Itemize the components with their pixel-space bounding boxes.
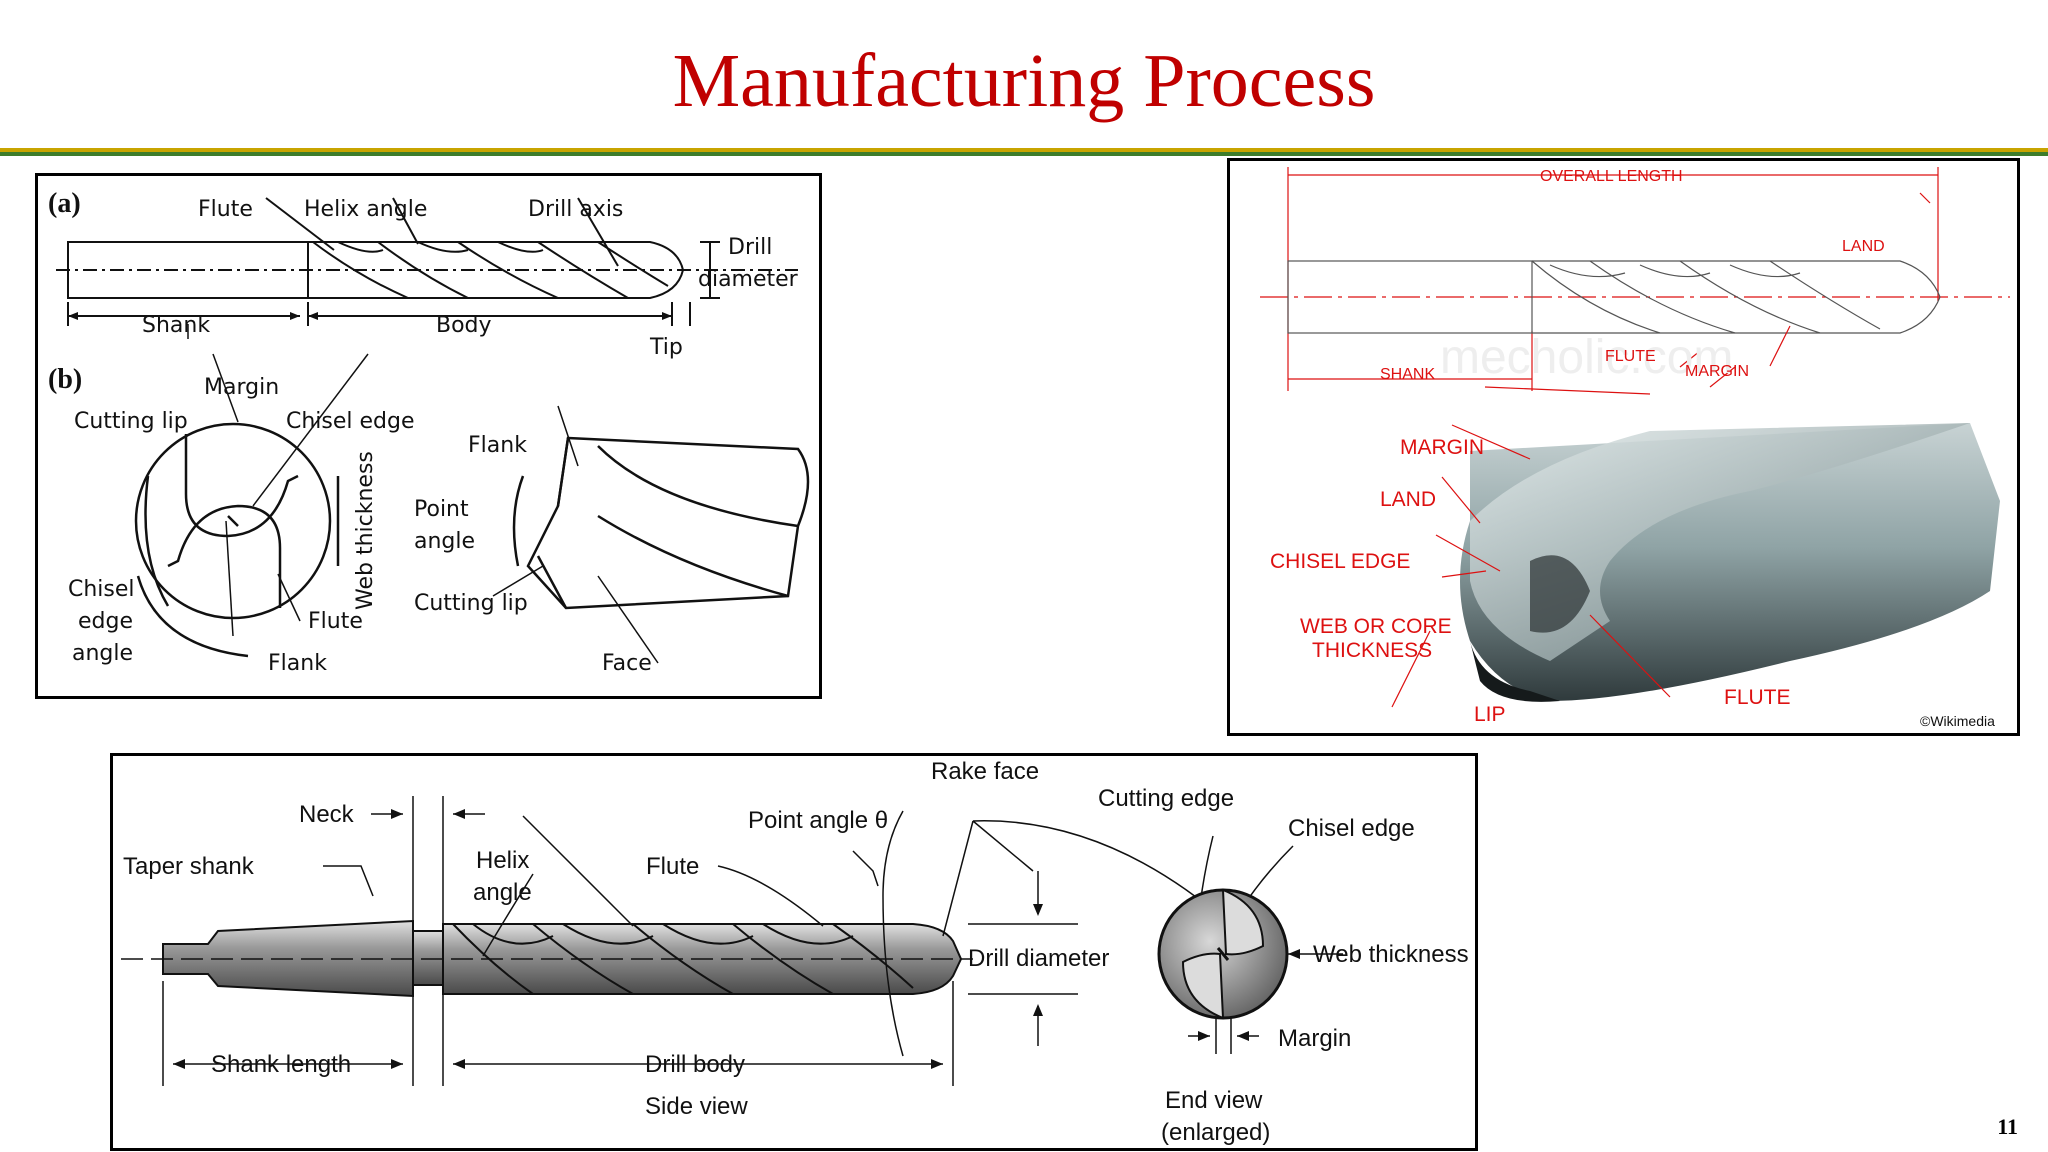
label-point-angle: Point angle θ xyxy=(748,807,888,834)
figure-label-b: (b) xyxy=(48,364,82,395)
label-neck: Neck xyxy=(299,801,355,828)
label-enlarged: (enlarged) xyxy=(1161,1119,1270,1146)
label-shank-length: Shank length xyxy=(211,1051,351,1078)
label-lip: LIP xyxy=(1474,703,1506,726)
label-flute: Flute xyxy=(646,853,699,880)
label-margin: Margin xyxy=(204,375,279,400)
label-thickness: THICKNESS xyxy=(1312,639,1432,662)
label-chisel-edge: Chisel edge xyxy=(1288,815,1415,842)
label-shank: SHANK xyxy=(1380,366,1435,383)
label-drill: Drill xyxy=(728,235,772,260)
label-web-thickness: Web thickness xyxy=(353,451,378,610)
drill-nomenclature-diagram: mecholic.com OVERALL LENGTH LAND FLUTE M… xyxy=(1260,167,2010,729)
label-face: Face xyxy=(602,651,652,676)
label-body: Body xyxy=(436,313,492,338)
label-rake-face: Rake face xyxy=(931,758,1039,785)
twist-drill-diagram-panel: (a) Flute Helix angle Drill axis Drill d… xyxy=(35,173,822,699)
label-shank: Shank xyxy=(142,313,210,338)
title-rule-green xyxy=(0,152,2048,156)
label-angle: angle xyxy=(72,641,133,666)
drill-side-end-view-panel: Neck Taper shank Helix angle Flute Point… xyxy=(110,753,1478,1151)
label-helix-angle: angle xyxy=(473,879,532,906)
label-cutting-edge: Cutting edge xyxy=(1098,785,1234,812)
label-flank-top: Flank xyxy=(468,433,527,458)
label-end-view: End view xyxy=(1165,1087,1263,1114)
figure-label-a: (a) xyxy=(48,188,81,219)
label-diameter: diameter xyxy=(698,267,799,292)
image-credit: ©Wikimedia xyxy=(1920,713,1995,729)
label-web-thickness: Web thickness xyxy=(1313,941,1469,968)
label-margin-top: MARGIN xyxy=(1685,363,1749,380)
label-flute: FLUTE xyxy=(1724,686,1791,709)
label-chisel-edge: CHISEL EDGE xyxy=(1270,550,1410,573)
label-cutting-lip: Cutting lip xyxy=(74,409,188,434)
label-edge: edge xyxy=(78,609,133,634)
watermark: mecholic.com xyxy=(1440,331,1733,384)
label-drill-diameter: Drill diameter xyxy=(968,945,1109,972)
label-flute-top: FLUTE xyxy=(1605,348,1656,365)
label-land: LAND xyxy=(1380,488,1436,511)
label-land-top: LAND xyxy=(1842,238,1885,255)
label-flute-b: Flute xyxy=(308,609,363,634)
label-drill-axis: Drill axis xyxy=(528,197,623,222)
slide-title: Manufacturing Process xyxy=(672,39,1376,123)
label-flute: Flute xyxy=(198,197,253,222)
title-rule-gold xyxy=(0,148,2048,152)
page-number: 11 xyxy=(1997,1114,2018,1139)
twist-drill-diagram: (a) Flute Helix angle Drill axis Drill d… xyxy=(48,188,810,676)
label-chisel: Chisel xyxy=(68,577,135,602)
label-drill-body: Drill body xyxy=(645,1051,745,1078)
drill-side-end-view-diagram: Neck Taper shank Helix angle Flute Point… xyxy=(121,758,1469,1146)
label-margin: Margin xyxy=(1278,1025,1351,1052)
label-flank: Flank xyxy=(268,651,327,676)
label-cutting-lip-right: Cutting lip xyxy=(414,591,528,616)
label-point: Point xyxy=(414,497,469,522)
label-helix: Helix xyxy=(476,847,529,874)
label-helix-angle: Helix angle xyxy=(304,197,427,222)
label-overall-length: OVERALL LENGTH xyxy=(1540,168,1683,185)
label-chisel-edge: Chisel edge xyxy=(286,409,415,434)
label-side-view: Side view xyxy=(645,1093,748,1120)
drill-nomenclature-panel: mecholic.com OVERALL LENGTH LAND FLUTE M… xyxy=(1227,158,2020,736)
label-margin: MARGIN xyxy=(1400,436,1484,459)
label-tip: Tip xyxy=(649,335,683,360)
label-web-or-core: WEB OR CORE xyxy=(1300,615,1452,638)
label-taper-shank: Taper shank xyxy=(123,853,255,880)
label-point-angle: angle xyxy=(414,529,475,554)
